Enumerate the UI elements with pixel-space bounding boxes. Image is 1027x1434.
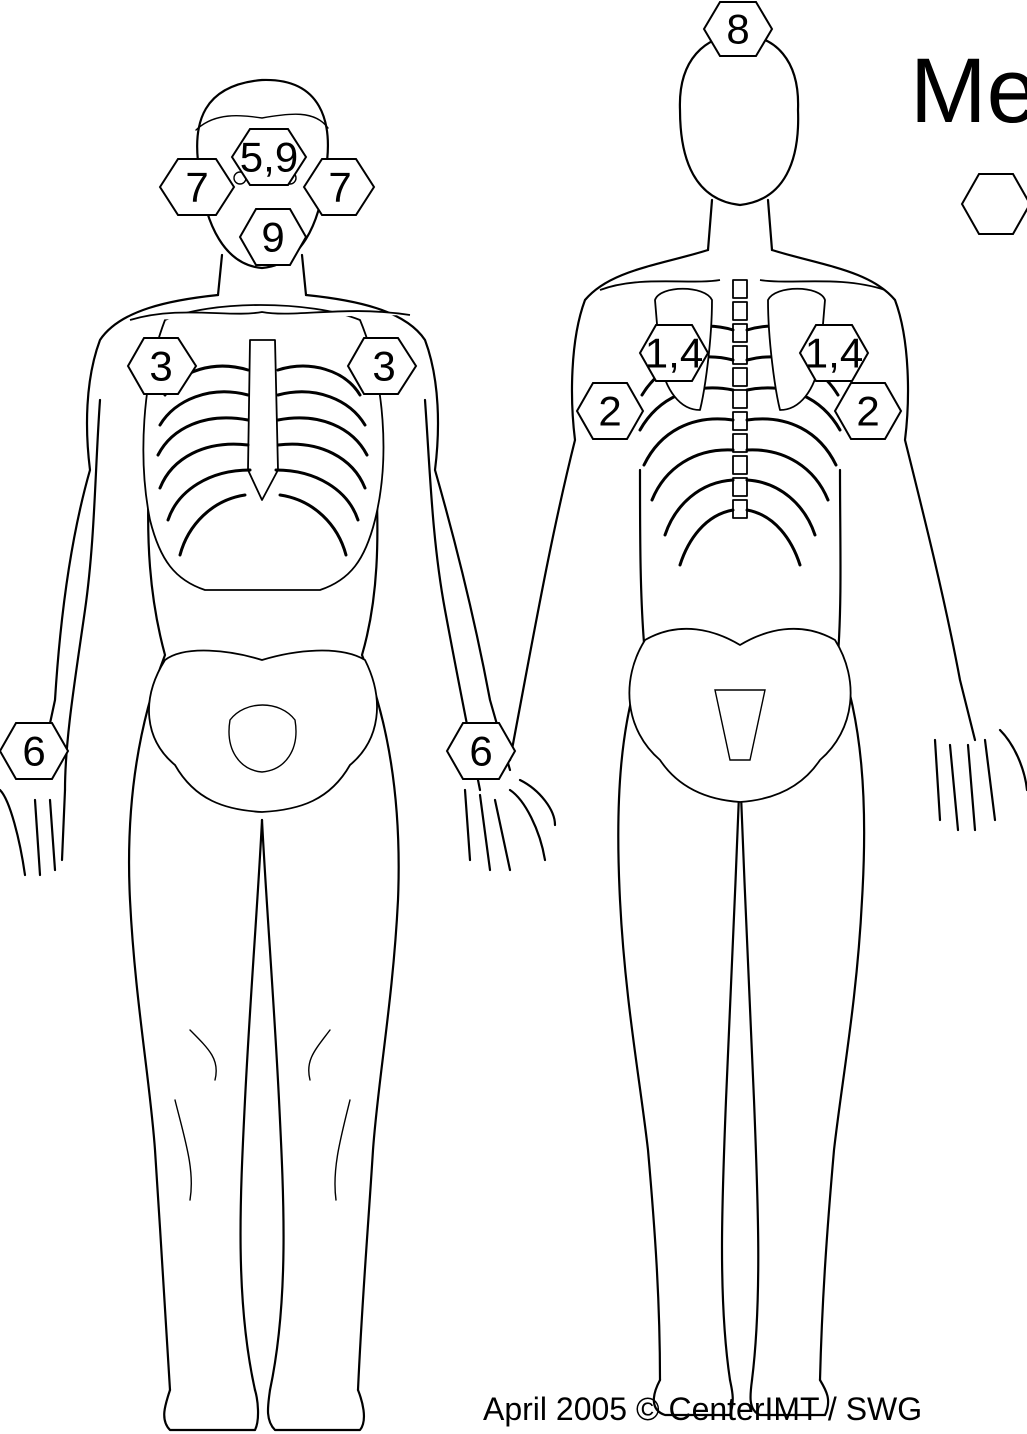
back-spine: [733, 280, 747, 518]
svg-text:9: 9: [261, 214, 284, 261]
svg-text:3: 3: [149, 343, 172, 390]
marker-front-wrist-right-6: 6: [447, 723, 515, 779]
svg-text:8: 8: [726, 6, 749, 53]
svg-text:5,9: 5,9: [240, 134, 298, 181]
sternum: [248, 340, 278, 500]
marker-back-side-right-2: 2: [835, 383, 901, 439]
marker-front-wrist-left-6: 6: [0, 723, 68, 779]
marker-back-head-8: 8: [704, 2, 772, 56]
svg-text:2: 2: [856, 388, 879, 435]
marker-front-mouth-9: 9: [240, 209, 306, 265]
front-pelvis: [149, 651, 377, 812]
marker-back-scapula-right-1-4: 1,4: [800, 325, 868, 381]
svg-text:3: 3: [372, 343, 395, 390]
svg-text:7: 7: [185, 164, 208, 211]
marker-front-head-left-7: 7: [160, 159, 234, 215]
page-title: Me: [910, 40, 1027, 142]
marker-back-side-left-2: 2: [577, 383, 643, 439]
marker-front-head-right-7: 7: [304, 159, 374, 215]
legend-marker: [962, 174, 1027, 234]
svg-text:2: 2: [598, 388, 621, 435]
svg-text:6: 6: [22, 728, 45, 775]
back-pelvis: [629, 629, 850, 802]
footer-credit: April 2005 © CenterIMT / SWG: [483, 1391, 922, 1427]
marker-front-eyes-5-9: 5,9: [232, 129, 306, 185]
back-body-figure: [510, 35, 1027, 1415]
svg-text:6: 6: [469, 728, 492, 775]
svg-text:1,4: 1,4: [805, 330, 863, 377]
svg-text:7: 7: [328, 164, 351, 211]
svg-text:1,4: 1,4: [645, 330, 703, 377]
marker-back-scapula-left-1-4: 1,4: [640, 325, 708, 381]
marker-front-shoulder-right-3: 3: [348, 338, 416, 394]
